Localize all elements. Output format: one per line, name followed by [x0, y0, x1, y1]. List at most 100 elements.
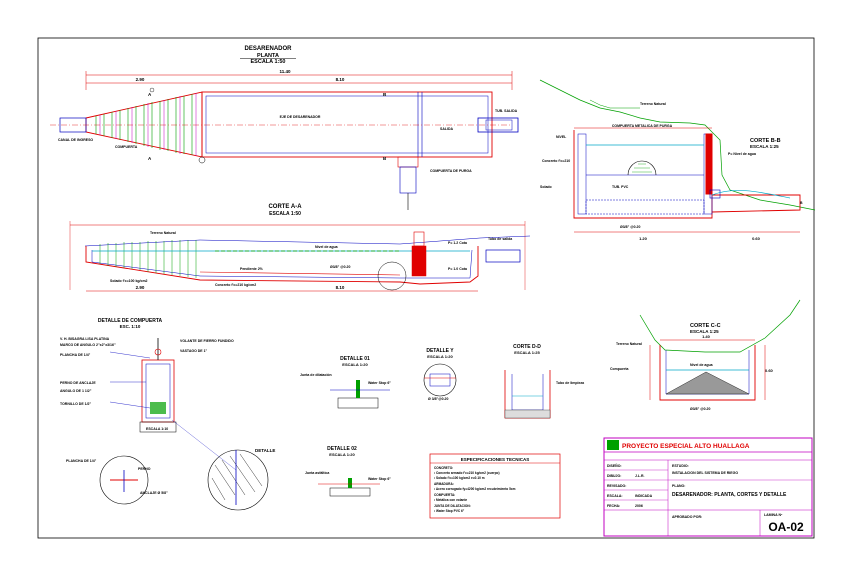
- svg-text:TUB. SALIDA: TUB. SALIDA: [495, 109, 518, 113]
- svg-text:ESCALA 1:20: ESCALA 1:20: [427, 354, 453, 359]
- svg-text:CONCRETO:: CONCRETO:: [434, 466, 453, 470]
- plan-purge-gate: [397, 156, 419, 168]
- svg-text:• Metálica con volante: • Metálica con volante: [434, 498, 467, 502]
- detail-01: DETALLE 01 ESCALA 1:20 Junta de dilataci…: [300, 356, 391, 409]
- section-dd: CORTE D-D ESCALA 1:25 Tubo de limpieza: [504, 344, 584, 419]
- section-cc-outline: [659, 345, 756, 401]
- detail-gate: DETALLE DE COMPUERTA ESC. 1:10 ESCALA 1:…: [60, 318, 234, 433]
- svg-text:J.L.R.: J.L.R.: [635, 474, 645, 478]
- svg-text:8.10: 8.10: [336, 285, 345, 290]
- svg-text:TORNILLO DE 1/2": TORNILLO DE 1/2": [60, 402, 91, 406]
- svg-text:ESCALA 1:25: ESCALA 1:25: [750, 144, 779, 149]
- svg-text:DETALLE Y: DETALLE Y: [426, 348, 454, 354]
- plan-body: [201, 91, 493, 158]
- svg-text:1.40: 1.40: [702, 334, 711, 339]
- svg-text:PERNO: PERNO: [138, 467, 151, 471]
- plan-view: DESARENADOR PLANTA ESCALA 1:50 11.40 2.9…: [50, 46, 519, 210]
- svg-text:NIVEL: NIVEL: [556, 135, 567, 139]
- section-cc: CORTE C-C ESCALA 1:25 Terreno Natural Ni…: [610, 299, 801, 411]
- svg-text:11.40: 11.40: [279, 69, 291, 74]
- detail-y: DETALLE Y ESCALA 1:20 Ø 3/8"@0.20: [423, 348, 457, 401]
- svg-text:• Concreto armado f'c=210 kg/c: • Concreto armado f'c=210 kg/cm2 (cuerpo…: [434, 471, 500, 475]
- svg-text:A: A: [148, 92, 152, 97]
- svg-text:PLANCHA DE 1/4": PLANCHA DE 1/4": [66, 459, 97, 463]
- svg-text:Terreno Natural: Terreno Natural: [616, 342, 642, 346]
- svg-text:Concreto f'c=210: Concreto f'c=210: [542, 159, 570, 163]
- svg-text:ESCALA 1:10: ESCALA 1:10: [146, 427, 168, 431]
- svg-text:V. H. BISAGRA LISA PLATINA: V. H. BISAGRA LISA PLATINA: [60, 337, 110, 341]
- svg-text:CORTE C-C: CORTE C-C: [690, 323, 721, 329]
- svg-text:CORTE A-A: CORTE A-A: [268, 204, 302, 210]
- svg-text:PLANO:: PLANO:: [672, 484, 685, 488]
- svg-text:2.90: 2.90: [136, 77, 145, 82]
- svg-text:DIBUJO:: DIBUJO:: [607, 474, 621, 478]
- svg-text:COMPUERTA DE PURGA: COMPUERTA DE PURGA: [430, 169, 472, 173]
- svg-text:B: B: [383, 92, 387, 97]
- svg-text:Compuerta: Compuerta: [610, 367, 629, 371]
- svg-text:2006: 2006: [635, 504, 643, 508]
- svg-text:Terreno Natural: Terreno Natural: [150, 231, 176, 235]
- svg-text:Concreto f'c=210 kg/cm2: Concreto f'c=210 kg/cm2: [215, 283, 256, 287]
- svg-text:2.90: 2.90: [136, 285, 145, 290]
- svg-text:CANAL DE INGRESO: CANAL DE INGRESO: [58, 138, 93, 142]
- svg-text:ESC. 1:10: ESC. 1:10: [120, 324, 141, 329]
- svg-text:ESTUDIO:: ESTUDIO:: [672, 464, 689, 468]
- svg-text:JUNTA DE DILATACION:: JUNTA DE DILATACION:: [434, 504, 471, 508]
- svg-text:Water Stop 6": Water Stop 6": [368, 381, 391, 385]
- svg-text:DETALLE: DETALLE: [255, 448, 275, 453]
- detail-02: DETALLE 02 ESCALA 1:20 Junta asfáltica W…: [305, 446, 391, 497]
- svg-text:DISEÑO:: DISEÑO:: [607, 463, 622, 468]
- svg-text:Ø3/8" @0.20: Ø3/8" @0.20: [330, 265, 350, 269]
- svg-text:0.60: 0.60: [752, 236, 761, 241]
- svg-text:COMPUERTA:: COMPUERTA:: [434, 493, 455, 497]
- svg-text:PERNO DE ANCLAJE: PERNO DE ANCLAJE: [60, 381, 96, 385]
- svg-text:ANGULO DE 1 1/2": ANGULO DE 1 1/2": [60, 389, 92, 393]
- svg-text:SALIDA: SALIDA: [440, 127, 454, 131]
- svg-text:B: B: [383, 156, 387, 161]
- plan-outlet: [477, 117, 519, 133]
- svg-text:Nivel de agua: Nivel de agua: [315, 245, 338, 249]
- svg-text:Ø3/8" @0.20: Ø3/8" @0.20: [690, 407, 710, 411]
- svg-text:ESCALA 1:20: ESCALA 1:20: [329, 452, 355, 457]
- svg-text:Ø3/8" @0.20: Ø3/8" @0.20: [620, 225, 640, 229]
- svg-text:DETALLE 01: DETALLE 01: [340, 356, 370, 362]
- svg-text:CORTE D-D: CORTE D-D: [513, 344, 541, 350]
- svg-text:COMPUERTA METALICA DE PURGA: COMPUERTA METALICA DE PURGA: [612, 124, 673, 128]
- plan-scale: ESCALA 1:50: [251, 59, 286, 65]
- svg-text:PROYECTO ESPECIAL ALTO HUALLAG: PROYECTO ESPECIAL ALTO HUALLAGA: [622, 443, 750, 450]
- detail-anchor: PLANCHA DE 1/4" PERNO ANCLAJE Ø 5/8" DET…: [66, 419, 275, 511]
- svg-text:PLANCHA DE 1/4": PLANCHA DE 1/4": [60, 353, 91, 357]
- svg-text:ARMADURA:: ARMADURA:: [434, 482, 454, 486]
- svg-text:COMPUERTA: COMPUERTA: [115, 145, 138, 149]
- svg-text:Solado: Solado: [540, 185, 552, 189]
- sheet-number: OA-02: [768, 520, 804, 534]
- svg-text:APROBADO POR:: APROBADO POR:: [672, 515, 702, 519]
- svg-text:FECHA:: FECHA:: [607, 504, 620, 508]
- svg-text:ESCALA 1:50: ESCALA 1:50: [269, 211, 301, 217]
- svg-text:• Solado f'c=100 kg/cm2 e=0.10: • Solado f'c=100 kg/cm2 e=0.10 m: [434, 476, 485, 480]
- svg-text:Nivel de agua: Nivel de agua: [690, 363, 713, 367]
- svg-text:P= 1.2 Cota: P= 1.2 Cota: [448, 241, 467, 245]
- svg-text:INDICADA: INDICADA: [635, 494, 653, 498]
- svg-text:Ø 3/8"@0.20: Ø 3/8"@0.20: [428, 397, 448, 401]
- svg-text:P= Nivel de agua: P= Nivel de agua: [728, 152, 756, 156]
- svg-text:P= 1.0 Cota: P= 1.0 Cota: [448, 267, 467, 271]
- svg-text:1.20: 1.20: [639, 236, 648, 241]
- title-block: PROYECTO ESPECIAL ALTO HUALLAGA DISEÑO: …: [603, 437, 813, 537]
- svg-text:ESCALA 1:25: ESCALA 1:25: [514, 350, 540, 355]
- plan-transition-hatch: [95, 94, 193, 155]
- svg-text:0.60: 0.60: [765, 368, 774, 373]
- svg-text:ESCALA 1:25: ESCALA 1:25: [690, 329, 719, 334]
- section-bb: Terreno Natural COMPUERTA METALICA DE PU…: [539, 79, 816, 241]
- svg-text:• Water Stop PVC 6": • Water Stop PVC 6": [434, 509, 465, 513]
- section-aa: CORTE A-A ESCALA 1:50 Terreno Natural: [69, 204, 531, 292]
- svg-text:INSTALACION DEL SISTEMA DE RIE: INSTALACION DEL SISTEMA DE RIEGO: [672, 471, 738, 475]
- svg-text:VOLANTE DE FIERRO FUNDIDO: VOLANTE DE FIERRO FUNDIDO: [180, 339, 234, 343]
- svg-text:Water Stop 6": Water Stop 6": [368, 477, 391, 481]
- svg-text:DESARENADOR: PLANTA, CORTES Y: DESARENADOR: PLANTA, CORTES Y DETALLE: [672, 492, 787, 498]
- section-cc-ground: [639, 299, 801, 353]
- svg-text:MARCO DE ANGULO 2"x2"x3/16": MARCO DE ANGULO 2"x2"x3/16": [60, 343, 116, 347]
- svg-text:ANCLAJE Ø 5/8": ANCLAJE Ø 5/8": [140, 491, 168, 495]
- specs-box: ESPECIFICACIONES TECNICAS CONCRETO: • Co…: [429, 453, 561, 519]
